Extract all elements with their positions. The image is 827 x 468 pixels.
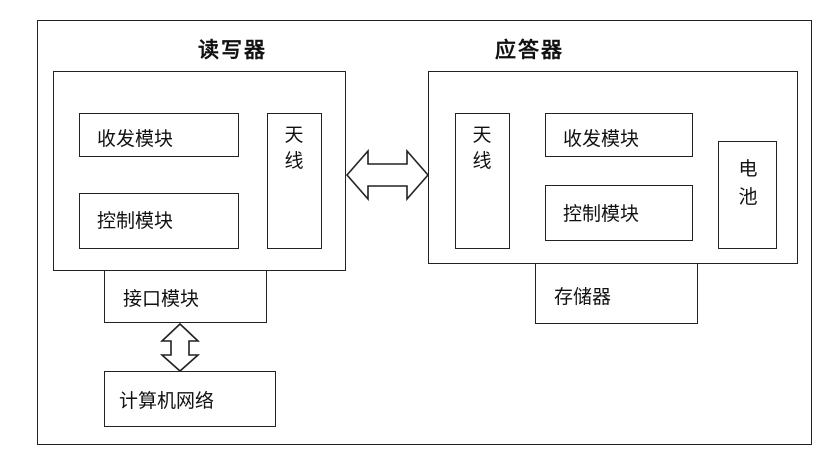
reader-transceiver-label: 收发模块	[97, 128, 174, 150]
reader-control-module: 控制模块	[79, 193, 239, 249]
battery-char-2: 池	[738, 186, 758, 208]
network-link-arrow	[159, 322, 201, 373]
reader-control-label: 控制模块	[97, 210, 174, 232]
transponder-battery: 电 池	[718, 141, 777, 249]
transponder-memory-label: 存储器	[554, 286, 612, 308]
reader-antenna: 天 线	[267, 113, 322, 249]
transponder-control-label: 控制模块	[563, 203, 640, 225]
transponder-antenna-char-1: 天	[472, 124, 492, 146]
reader-title: 读写器	[198, 38, 267, 62]
reader-interface-module: 接口模块	[104, 270, 267, 323]
reader-interface-label: 接口模块	[123, 288, 200, 310]
reader-antenna-char-2: 线	[284, 150, 304, 172]
computer-network: 计算机网络	[104, 371, 276, 427]
reader-antenna-char-1: 天	[284, 124, 304, 146]
battery-char-1: 电	[738, 158, 758, 180]
reader-transceiver-module: 收发模块	[79, 113, 239, 157]
transponder-control-module: 控制模块	[545, 185, 693, 241]
computer-network-label: 计算机网络	[119, 390, 215, 412]
transponder-antenna-char-2: 线	[472, 150, 492, 172]
transponder-antenna: 天 线	[455, 113, 510, 249]
transponder-transceiver-label: 收发模块	[563, 128, 640, 150]
transponder-transceiver-module: 收发模块	[545, 113, 693, 157]
transponder-title: 应答器	[495, 38, 564, 62]
transponder-memory: 存储器	[535, 263, 698, 324]
wireless-link-arrow	[345, 148, 430, 202]
